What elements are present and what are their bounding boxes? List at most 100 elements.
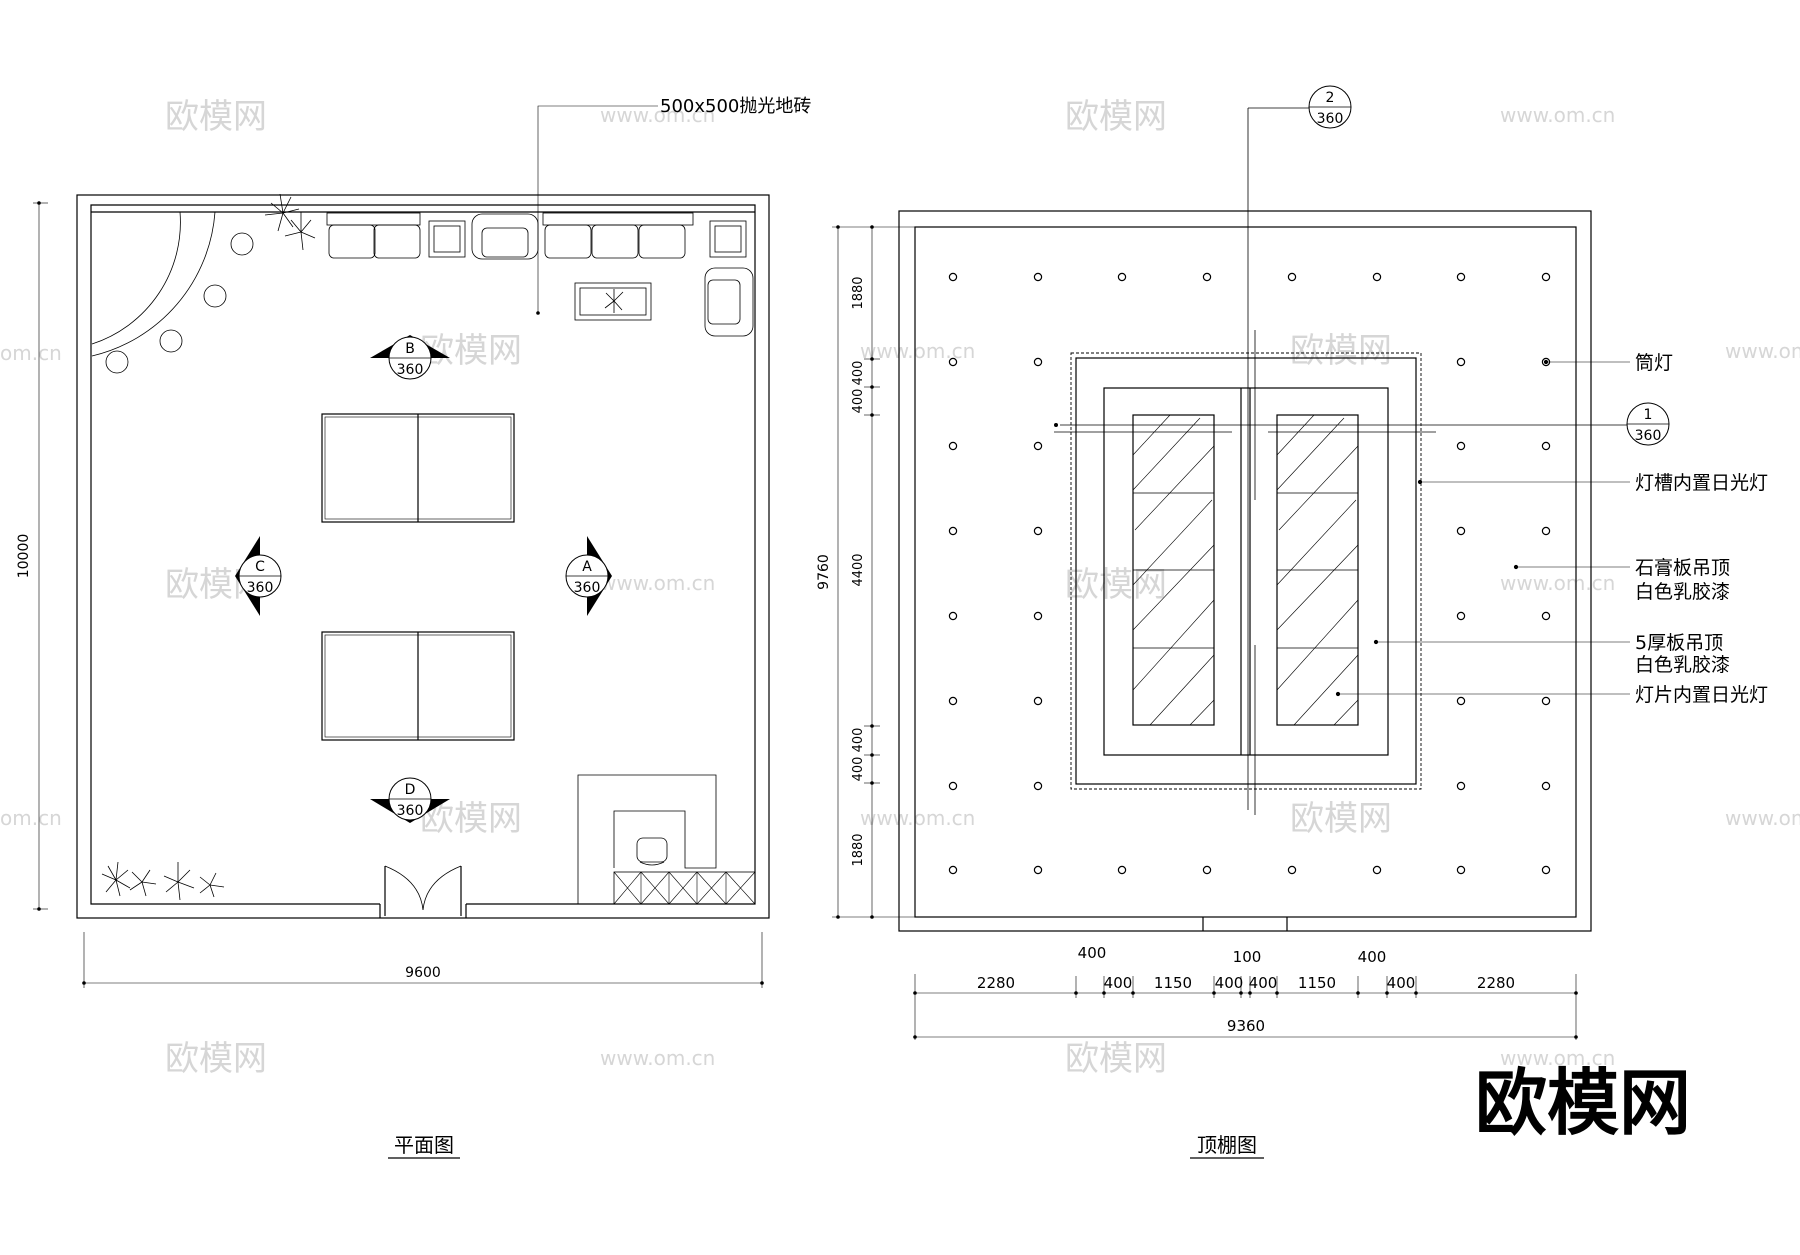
watermark-url: www.om.cn — [860, 339, 975, 363]
watermark-url: www.om.cn — [1725, 339, 1800, 363]
marker-code: 360 — [1635, 428, 1662, 444]
dim-label: 400 — [851, 728, 866, 753]
dim-label: 400 — [1358, 948, 1387, 966]
watermark-brand: 欧模网 — [1290, 799, 1392, 839]
plant-icon — [264, 193, 316, 251]
door-swing-left — [384, 865, 424, 911]
display-table-inner — [324, 634, 512, 738]
downlight — [1033, 357, 1043, 367]
downlight — [1117, 272, 1127, 282]
cove-outline-dashed — [1070, 352, 1422, 790]
coffee-table — [574, 282, 652, 321]
reception-counter-arc — [91, 211, 181, 345]
downlight — [1033, 526, 1043, 536]
floor-note-leader — [537, 105, 658, 313]
dim-label: 400 — [851, 389, 866, 414]
plan-dim-height: 10000 — [16, 534, 32, 579]
downlight — [1456, 441, 1466, 451]
side-table — [709, 220, 747, 258]
watermark-url: www.om.cn — [600, 1046, 715, 1070]
downlight — [1456, 526, 1466, 536]
display-table-inner — [324, 416, 512, 520]
armchair-seat — [481, 227, 529, 258]
dim-label: 400 — [1078, 944, 1107, 962]
note-gypsum-1: 石膏板吊顶 — [1635, 556, 1730, 579]
watermark-url-short: om.cn — [0, 341, 62, 365]
dim-label: 400 — [1387, 974, 1416, 992]
downlight — [1456, 272, 1466, 282]
dim-label: 1880 — [851, 833, 866, 866]
cashier-chair — [636, 837, 668, 863]
view-marker-a: A 360 — [565, 536, 612, 616]
downlight — [1033, 441, 1043, 451]
downlight — [1541, 526, 1551, 536]
downlight — [948, 611, 958, 621]
dim-tick — [37, 201, 41, 205]
downlight — [948, 696, 958, 706]
downlight — [948, 272, 958, 282]
stool — [105, 350, 129, 374]
downlight — [1456, 696, 1466, 706]
downlight — [1372, 272, 1382, 282]
dim-label: 1880 — [851, 276, 866, 309]
sofa-seat — [544, 224, 592, 259]
view-marker-b: B 360 — [370, 335, 450, 380]
downlight — [1541, 696, 1551, 706]
downlight — [1541, 611, 1551, 621]
note-board-2: 白色乳胶漆 — [1635, 654, 1730, 676]
dim-label: 100 — [1233, 948, 1262, 966]
downlight — [948, 526, 958, 536]
downlight — [948, 781, 958, 791]
downlight — [1541, 272, 1551, 282]
dim-label: 9360 — [1227, 1017, 1265, 1035]
note-light-panel: 灯片内置日光灯 — [1635, 684, 1768, 706]
watermark-url-short: om.cn — [0, 806, 62, 830]
watermark-url: www.om.cn — [600, 571, 715, 595]
marker-code: 360 — [397, 362, 424, 378]
downlight — [1456, 611, 1466, 621]
dim-label: 400 — [851, 361, 866, 386]
plan-dim-width: 9600 — [405, 965, 441, 981]
downlight — [1202, 272, 1212, 282]
watermark-brand: 欧模网 — [1065, 565, 1167, 605]
watermark-url: www.om.cn — [860, 806, 975, 830]
watermark-url: www.om.cn — [1725, 806, 1800, 830]
marker-code: 360 — [397, 803, 424, 819]
marker-letter: A — [582, 559, 592, 575]
board-ceiling — [1103, 387, 1389, 756]
note-downlight: 筒灯 — [1635, 352, 1673, 374]
note-board-1: 5厚板吊顶 — [1635, 632, 1723, 654]
leader-dot — [1054, 423, 1058, 427]
downlight — [1372, 865, 1382, 875]
downlight — [948, 357, 958, 367]
side-table — [428, 220, 466, 258]
downlight — [1117, 865, 1127, 875]
ceiling-horizontal-dims: 2280 400 1150 400 400 1150 400 2280 400 … — [913, 944, 1578, 1040]
watermark-brand: 欧模网 — [1290, 331, 1392, 371]
dim-label: 9760 — [816, 554, 832, 590]
note-gypsum-2: 白色乳胶漆 — [1635, 581, 1730, 603]
watermark-brand: 欧模网 — [1065, 1039, 1167, 1079]
floor-note-label: 500x500抛光地砖 — [660, 96, 811, 117]
sofa-seat — [591, 224, 639, 259]
stool — [203, 284, 227, 308]
cabinet-row — [613, 871, 756, 905]
plan-outer-wall — [76, 194, 770, 919]
downlight — [1033, 696, 1043, 706]
view-marker-c: C 360 — [235, 536, 282, 616]
door-swing-right — [422, 865, 462, 911]
coffee-table-inner — [579, 287, 647, 316]
marker-code: 360 — [247, 580, 274, 596]
dim-label: 400 — [1249, 974, 1278, 992]
downlight — [1456, 865, 1466, 875]
watermark-brand: 欧模网 — [165, 1039, 267, 1079]
ceiling-plan: 2 360 1 360 筒灯 灯槽内置日光灯 石膏板吊顶 白 — [816, 85, 1768, 1159]
downlight — [1202, 865, 1212, 875]
light-panel-left — [1132, 414, 1215, 726]
downlight — [1033, 272, 1043, 282]
watermark-layer: 欧模网 www.om.cn 欧模网 www.om.cn om.cn 欧模网 ww… — [0, 97, 1800, 1079]
dim-label: 400 — [851, 757, 866, 782]
leader-dot — [536, 311, 540, 315]
marker-code: 360 — [574, 580, 601, 596]
cove-outline — [1075, 357, 1417, 785]
